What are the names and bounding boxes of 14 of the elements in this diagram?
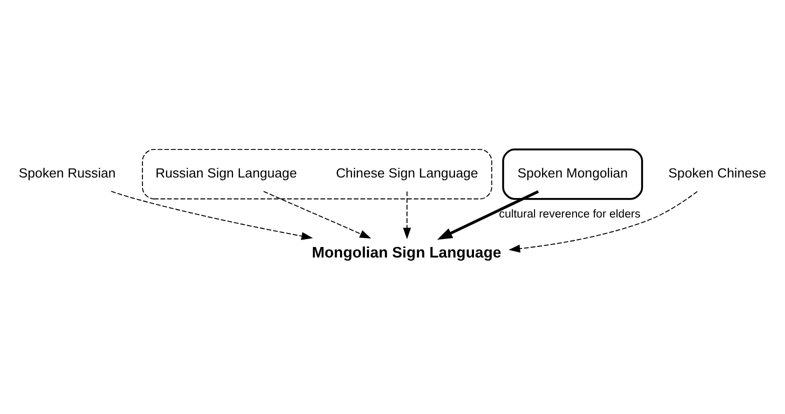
arrow: [508, 191, 698, 253]
arrow: [437, 190, 539, 240]
node-text: Mongolian Sign Language: [312, 244, 502, 262]
arrow: [263, 191, 372, 238]
node-text: Spoken Mongolian: [517, 166, 628, 181]
node-text: Russian Sign Language: [156, 166, 297, 181]
arrow: [403, 191, 412, 240]
cluster: [502, 148, 644, 200]
node-text: Spoken Chinese: [668, 166, 766, 181]
cluster: [142, 148, 492, 200]
node-text: Chinese Sign Language: [336, 166, 478, 181]
node-text: Spoken Russian: [18, 166, 116, 181]
edge-label: cultural reverence for elders: [499, 208, 640, 221]
arrow: [110, 190, 313, 240]
